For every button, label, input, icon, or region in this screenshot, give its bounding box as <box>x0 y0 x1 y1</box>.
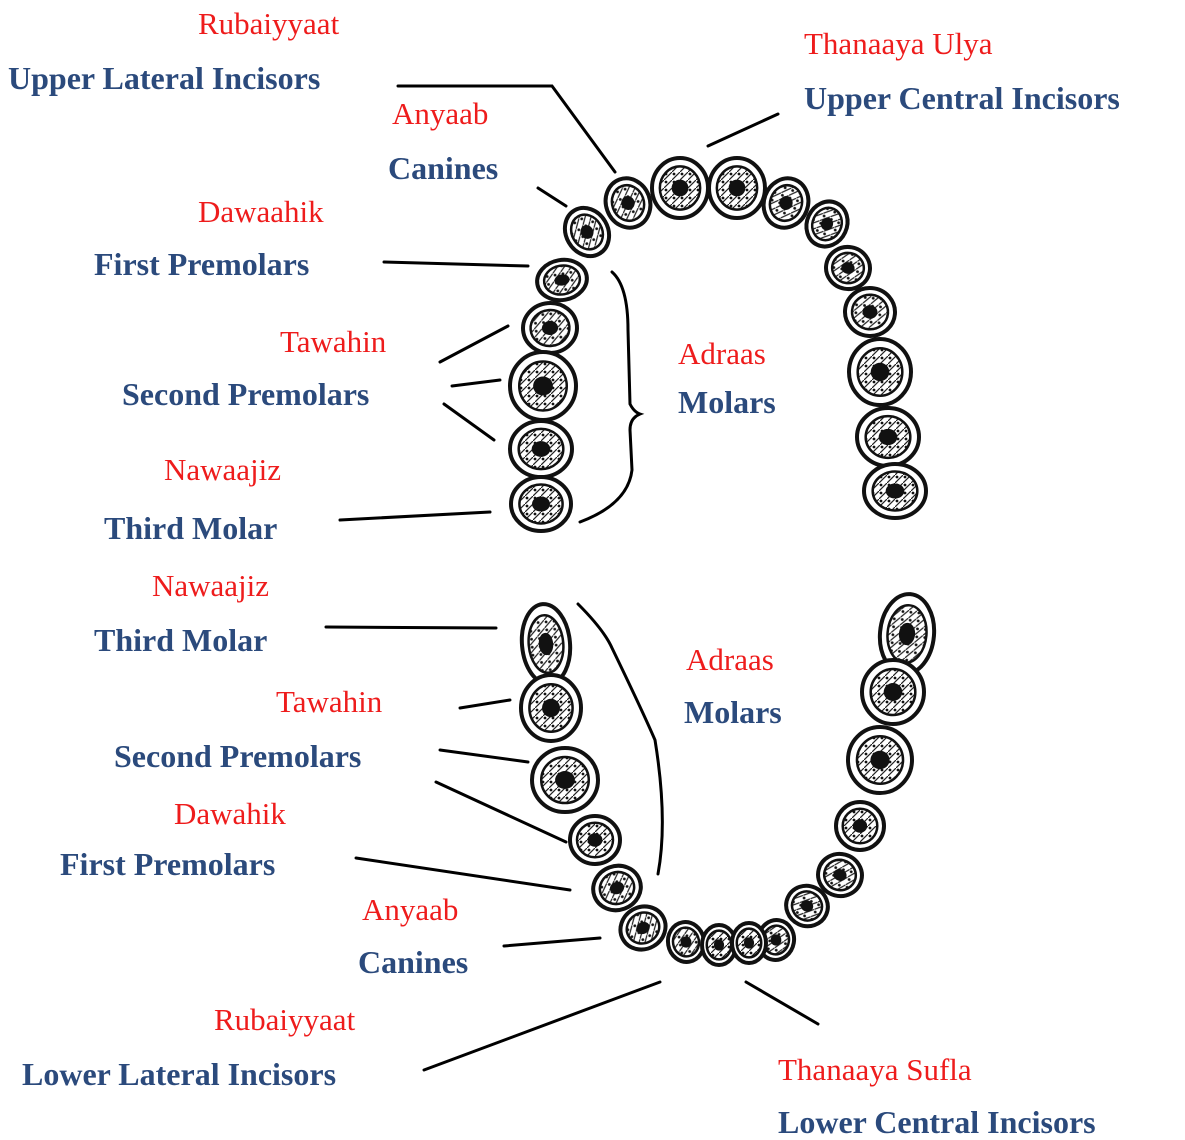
leader-lower-central <box>746 982 818 1024</box>
upper-first-premolar-arabic-label: Dawaahik <box>198 196 324 227</box>
lower-first-premolar-english-label: First Premolars <box>60 848 275 880</box>
upper-tooth-11 <box>510 352 576 420</box>
upper-tooth-13 <box>510 421 572 477</box>
lower-tooth-6 <box>848 727 912 793</box>
upper-molars-arabic-label: Adraas <box>678 338 766 369</box>
leader-upper-second-premolar-b <box>452 380 500 386</box>
lower-third-molar-arabic-label: Nawaajiz <box>152 570 269 601</box>
upper-tooth-7 <box>534 256 590 304</box>
lower-tooth-4 <box>862 660 924 724</box>
upper-third-molar-english-label: Third Molar <box>104 512 277 544</box>
lower-central-english-label: Lower Central Incisors <box>778 1106 1096 1138</box>
leader-lower-third-molar <box>326 627 496 628</box>
upper-tooth-10 <box>843 286 897 338</box>
upper-tooth-16 <box>864 464 926 518</box>
upper-lateral-english-label: Upper Lateral Incisors <box>8 62 320 94</box>
upper-second-premolar-english-label: Second Premolars <box>122 378 369 410</box>
upper-tooth-9 <box>521 301 579 356</box>
lower-tooth-1 <box>519 602 574 686</box>
lower-lateral-english-label: Lower Lateral Incisors <box>22 1058 336 1090</box>
upper-tooth-2 <box>709 158 765 218</box>
upper-molars-brace <box>580 272 640 522</box>
upper-molars-english-label: Molars <box>678 386 776 418</box>
lower-central-arabic-label: Thanaaya Sufla <box>778 1054 972 1085</box>
lower-tooth-3 <box>521 675 581 741</box>
lower-lateral-arabic-label: Rubaiyyaat <box>214 1004 355 1035</box>
lower-tooth-8 <box>836 802 884 850</box>
lower-tooth-5 <box>532 748 598 812</box>
upper-lateral-arabic-label: Rubaiyyaat <box>198 8 339 39</box>
leader-lower-lateral <box>424 982 660 1070</box>
upper-second-premolar-arabic-label: Tawahin <box>280 326 386 357</box>
lower-canine-arabic-label: Anyaab <box>362 894 458 925</box>
upper-canine-english-label: Canines <box>388 152 498 184</box>
lower-second-premolar-english-label: Second Premolars <box>114 740 361 772</box>
upper-central-english-label: Upper Central Incisors <box>804 82 1120 114</box>
leader-upper-first-premolar <box>384 262 528 266</box>
upper-tooth-12 <box>849 339 911 405</box>
upper-tooth-15 <box>511 477 571 531</box>
leader-lower-second-premolar-a <box>460 700 510 708</box>
lower-first-premolar-arabic-label: Dawahik <box>174 798 286 829</box>
upper-canine-arabic-label: Anyaab <box>392 98 488 129</box>
leader-upper-central <box>708 114 778 146</box>
upper-tooth-1 <box>652 158 708 218</box>
leader-lower-first-premolar <box>356 858 570 890</box>
leader-upper-third-molar <box>340 512 490 520</box>
leader-upper-second-premolar-c <box>444 404 494 440</box>
lower-third-molar-english-label: Third Molar <box>94 624 267 656</box>
upper-tooth-14 <box>857 408 919 466</box>
leader-lower-second-premolar-b <box>440 750 528 762</box>
leader-upper-canine <box>538 188 566 206</box>
leader-upper-second-premolar-a <box>440 326 508 362</box>
leader-lower-canine <box>504 938 600 946</box>
lower-molars-english-label: Molars <box>684 696 782 728</box>
upper-tooth-8 <box>823 243 874 292</box>
upper-third-molar-arabic-label: Nawaajiz <box>164 454 281 485</box>
lower-tooth-16 <box>732 923 766 963</box>
lower-molars-arabic-label: Adraas <box>686 644 774 675</box>
lower-tooth-7 <box>570 816 620 864</box>
upper-first-premolar-english-label: First Premolars <box>94 248 309 280</box>
lower-canine-english-label: Canines <box>358 946 468 978</box>
lower-second-premolar-arabic-label: Tawahin <box>276 686 382 717</box>
upper-central-arabic-label: Thanaaya Ulya <box>804 28 992 59</box>
